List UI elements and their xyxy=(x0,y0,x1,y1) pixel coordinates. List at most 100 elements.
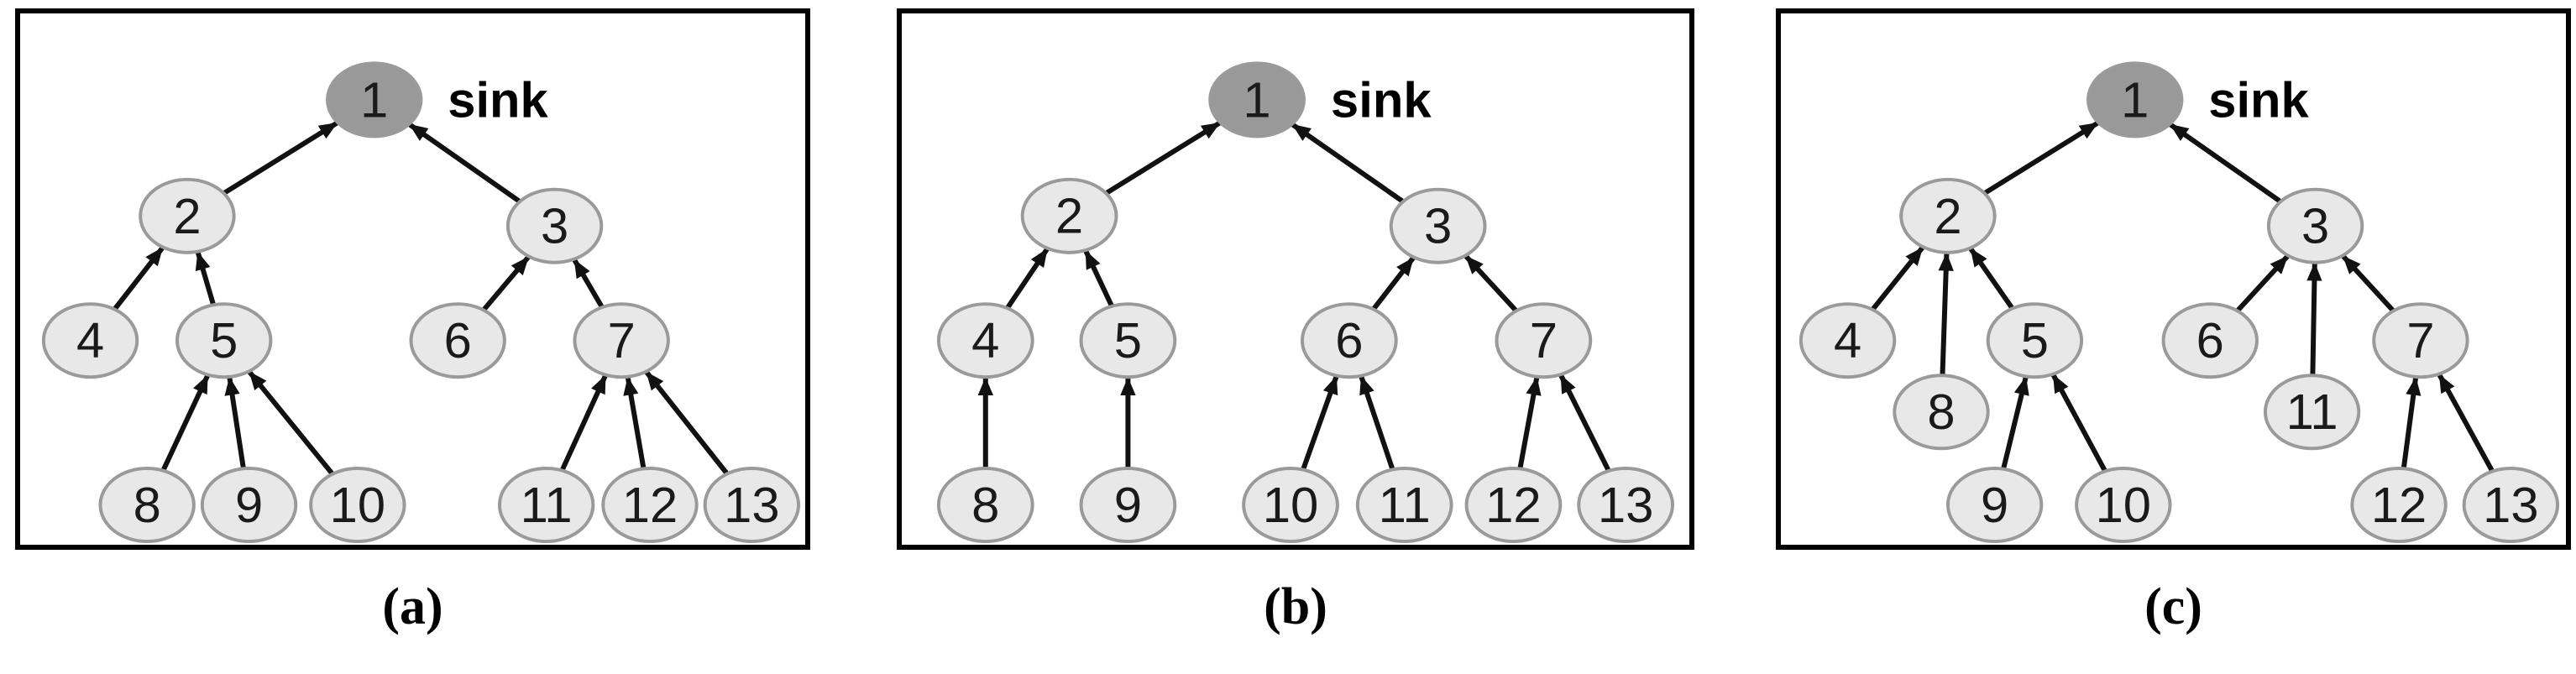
node-label-3: 3 xyxy=(2301,198,2329,254)
arrowhead xyxy=(249,371,267,391)
arrowhead xyxy=(1030,248,1048,269)
node-1[interactable]: 1 xyxy=(2086,61,2184,138)
node-13[interactable]: 13 xyxy=(703,467,801,544)
edge-11-to-6 xyxy=(1359,374,1395,471)
node-3[interactable]: 3 xyxy=(1389,187,1487,264)
node-7[interactable]: 7 xyxy=(2372,302,2469,379)
node-11[interactable]: 11 xyxy=(497,467,595,544)
edge-13-to-7 xyxy=(644,369,730,476)
arrowhead xyxy=(510,256,529,276)
sink-label: sink xyxy=(1331,72,1432,128)
node-10[interactable]: 10 xyxy=(1242,467,1339,544)
node-12[interactable]: 12 xyxy=(2350,467,2448,544)
node-5[interactable]: 5 xyxy=(175,302,273,379)
node-label-6: 6 xyxy=(1335,312,1363,368)
node-label-9: 9 xyxy=(235,477,263,533)
edge-8-to-5 xyxy=(160,374,211,472)
node-label-5: 5 xyxy=(210,312,238,368)
edge-layer xyxy=(977,120,1611,473)
node-2[interactable]: 2 xyxy=(1020,177,1118,254)
arrowhead xyxy=(2013,376,2029,396)
node-12[interactable]: 12 xyxy=(601,467,699,544)
node-8[interactable]: 8 xyxy=(1893,374,1990,451)
node-9[interactable]: 9 xyxy=(200,467,298,544)
node-label-6: 6 xyxy=(444,312,472,368)
node-13[interactable]: 13 xyxy=(2462,467,2560,544)
arrowhead xyxy=(623,376,639,396)
node-label-11: 11 xyxy=(2286,384,2338,440)
node-4[interactable]: 4 xyxy=(1798,302,1897,379)
edge-2-to-1 xyxy=(222,120,339,196)
node-layer: 1 sink 2 3 4 5 6 7 8 9 10 11 12 13 xyxy=(41,61,801,544)
arrowhead xyxy=(2343,255,2361,274)
arrowhead xyxy=(2438,374,2455,394)
edge-3-to-1 xyxy=(2168,122,2282,204)
node-11[interactable]: 11 xyxy=(2263,374,2361,451)
node-6[interactable]: 6 xyxy=(2161,302,2259,379)
node-9[interactable]: 9 xyxy=(1945,467,2044,544)
arrowhead xyxy=(1085,250,1101,270)
node-1[interactable]: 1 xyxy=(326,61,423,138)
node-label-4: 4 xyxy=(1834,312,1861,368)
node-5[interactable]: 5 xyxy=(1986,302,2084,379)
arrowhead xyxy=(1526,376,1542,396)
node-6[interactable]: 6 xyxy=(1300,302,1398,379)
node-10[interactable]: 10 xyxy=(2075,467,2172,544)
node-3[interactable]: 3 xyxy=(505,187,604,264)
edge-4-to-2 xyxy=(1005,247,1050,310)
node-7[interactable]: 7 xyxy=(573,302,670,379)
node-label-1: 1 xyxy=(360,71,388,128)
arrowhead xyxy=(646,371,664,391)
edge-3-to-1 xyxy=(1291,122,1405,204)
node-4[interactable]: 4 xyxy=(936,302,1034,379)
edge-8-to-4 xyxy=(977,377,993,469)
node-13[interactable]: 13 xyxy=(1577,467,1675,544)
arrowhead xyxy=(1938,252,1954,271)
node-3[interactable]: 3 xyxy=(2266,187,2364,264)
node-5[interactable]: 5 xyxy=(1079,302,1177,379)
node-label-13: 13 xyxy=(724,477,779,533)
arrowhead xyxy=(573,259,590,280)
edge-3-to-1 xyxy=(407,122,521,204)
node-label-12: 12 xyxy=(2371,477,2427,533)
node-2[interactable]: 2 xyxy=(139,177,236,254)
node-7[interactable]: 7 xyxy=(1495,302,1593,379)
node-label-5: 5 xyxy=(1114,312,1142,368)
node-label-9: 9 xyxy=(1981,477,2008,533)
edge-7-to-3 xyxy=(1463,253,1519,313)
edge-12-to-7 xyxy=(623,376,647,469)
node-11[interactable]: 11 xyxy=(1355,467,1453,544)
node-label-6: 6 xyxy=(2196,312,2224,368)
arrowhead xyxy=(2170,123,2190,141)
arrowhead xyxy=(1396,257,1414,277)
edge-12-to-7 xyxy=(1517,376,1542,469)
edge-12-to-7 xyxy=(2401,376,2422,469)
node-1[interactable]: 1 xyxy=(1208,61,1306,138)
node-8[interactable]: 8 xyxy=(936,467,1034,544)
node-label-8: 8 xyxy=(134,477,161,533)
arrowhead xyxy=(1970,248,1987,268)
sink-label: sink xyxy=(448,71,548,128)
edge-6-to-3 xyxy=(1371,255,1416,311)
arrowhead xyxy=(1465,255,1484,274)
node-2[interactable]: 2 xyxy=(1899,177,1997,254)
edge-4-to-2 xyxy=(1870,245,1925,311)
node-12[interactable]: 12 xyxy=(1464,467,1563,544)
node-label-2: 2 xyxy=(1934,188,1961,244)
node-6[interactable]: 6 xyxy=(409,302,506,379)
edge-5-to-2 xyxy=(1083,248,1114,308)
node-9[interactable]: 9 xyxy=(1079,467,1177,544)
node-4[interactable]: 4 xyxy=(41,302,139,379)
node-label-4: 4 xyxy=(76,312,104,368)
arrowhead xyxy=(2052,374,2069,394)
edge-13-to-7 xyxy=(1558,373,1611,473)
node-label-12: 12 xyxy=(622,477,678,533)
edge-10-to-5 xyxy=(247,369,335,476)
node-10[interactable]: 10 xyxy=(309,467,406,544)
arrowhead xyxy=(195,251,211,272)
node-8[interactable]: 8 xyxy=(98,467,196,544)
